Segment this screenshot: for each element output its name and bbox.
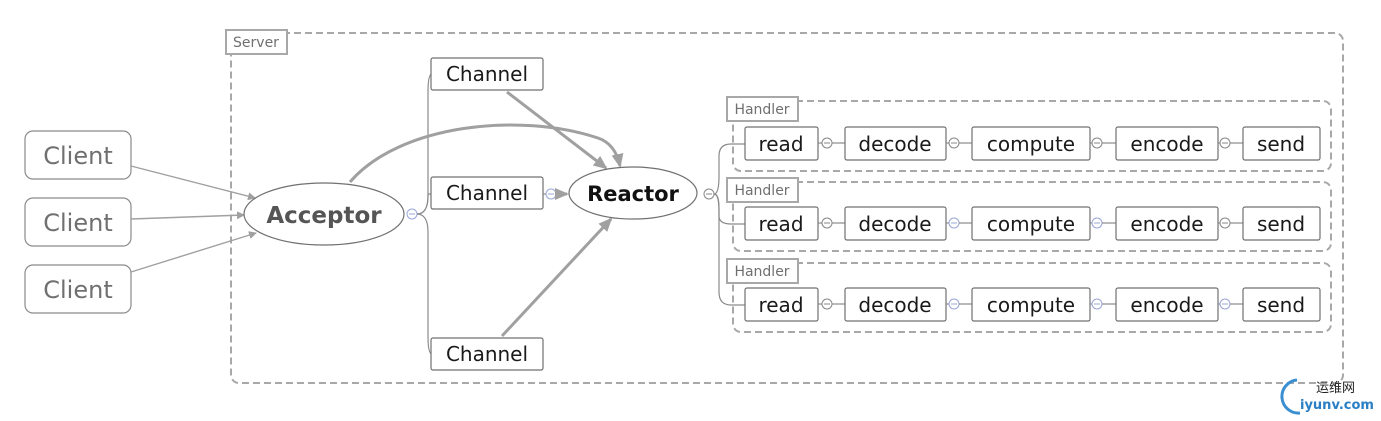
handler-1-label: Handler bbox=[734, 102, 789, 118]
arrow-channel3-reactor bbox=[500, 217, 613, 338]
handler-1-compute-label: compute bbox=[987, 132, 1075, 156]
handler-group-3: Handler read decode compute encode bbox=[726, 258, 1332, 333]
handler-1-encode-collapse-icon[interactable] bbox=[1219, 137, 1231, 149]
handler-3-compute-collapse-icon[interactable] bbox=[1091, 298, 1103, 310]
handler-3-read-collapse-icon[interactable] bbox=[821, 298, 833, 310]
reactor-node[interactable]: Reactor bbox=[568, 166, 698, 220]
handler-3-compute-label: compute bbox=[987, 293, 1075, 317]
handler-1-send[interactable]: send bbox=[1242, 126, 1321, 161]
watermark-logo: 运维网 iyunv.com bbox=[1280, 378, 1374, 415]
arrow-client1-acceptor bbox=[130, 165, 256, 201]
client-1-label: Client bbox=[43, 142, 112, 170]
channel-1-label: Channel bbox=[446, 62, 528, 86]
handler-1-encode[interactable]: encode bbox=[1115, 126, 1219, 161]
handler-2-send-label: send bbox=[1257, 212, 1305, 236]
handler-3-encode-collapse-icon[interactable] bbox=[1219, 298, 1231, 310]
client-2[interactable]: Client bbox=[24, 197, 132, 247]
handler-3-label: Handler bbox=[734, 264, 789, 280]
handler-2-decode[interactable]: decode bbox=[844, 206, 947, 241]
reactor-label: Reactor bbox=[587, 182, 679, 206]
handler-3-decode-collapse-icon[interactable] bbox=[948, 298, 960, 310]
handler-3-decode-label: decode bbox=[858, 293, 931, 317]
arrow-client2-acceptor bbox=[130, 211, 245, 220]
handler-3-frame bbox=[732, 262, 1332, 333]
watermark-url: iyunv.com bbox=[1300, 398, 1374, 413]
acceptor-node[interactable]: Acceptor bbox=[243, 182, 405, 246]
arrow-client3-acceptor bbox=[130, 231, 257, 273]
handler-2-encode-label: encode bbox=[1130, 212, 1203, 236]
handler-2-read-label: read bbox=[758, 212, 803, 236]
handler-1-compute-collapse-icon[interactable] bbox=[1091, 137, 1103, 149]
client-1[interactable]: Client bbox=[24, 130, 132, 180]
watermark-swoosh-icon bbox=[1280, 378, 1301, 415]
channel-1[interactable]: Channel bbox=[430, 57, 544, 91]
handler-2-read-collapse-icon[interactable] bbox=[821, 217, 833, 229]
handler-1-compute[interactable]: compute bbox=[971, 126, 1091, 161]
watermark-cn: 运维网 bbox=[1316, 381, 1355, 396]
handler-1-decode-collapse-icon[interactable] bbox=[948, 137, 960, 149]
handler-3-send-label: send bbox=[1257, 293, 1305, 317]
handler-3-tag bbox=[726, 258, 799, 284]
connector-acceptor-channel3 bbox=[416, 213, 433, 355]
acceptor-collapse-icon[interactable] bbox=[406, 208, 418, 220]
handler-3-send[interactable]: send bbox=[1242, 287, 1321, 322]
handler-1-send-label: send bbox=[1257, 132, 1305, 156]
handler-2-decode-collapse-icon[interactable] bbox=[948, 217, 960, 229]
reactor-collapse-icon[interactable] bbox=[703, 188, 715, 200]
server-tag bbox=[225, 29, 288, 55]
handler-3-encode-label: encode bbox=[1130, 293, 1203, 317]
client-3[interactable]: Client bbox=[24, 264, 132, 314]
handler-3-decode[interactable]: decode bbox=[844, 287, 947, 322]
handler-1-frame bbox=[732, 100, 1332, 172]
handler-2-encode-collapse-icon[interactable] bbox=[1219, 217, 1231, 229]
channel-2[interactable]: Channel bbox=[430, 176, 544, 210]
channel-3-label: Channel bbox=[446, 342, 528, 366]
handler-1-encode-label: encode bbox=[1130, 132, 1203, 156]
handler-3-compute[interactable]: compute bbox=[971, 287, 1091, 322]
arrow-channel1-reactor bbox=[506, 90, 608, 170]
channel-2-collapse-icon[interactable] bbox=[545, 188, 557, 200]
handler-2-tag bbox=[726, 177, 799, 203]
handler-2-frame bbox=[732, 181, 1332, 252]
server-group bbox=[230, 32, 1344, 384]
client-3-label: Client bbox=[43, 276, 112, 304]
handler-group-1: Handler read decode compute encode bbox=[726, 96, 1332, 172]
server-label: Server bbox=[233, 35, 279, 51]
handler-2-send[interactable]: send bbox=[1242, 206, 1321, 241]
connector-reactor-handler1 bbox=[713, 143, 745, 195]
handler-3-read[interactable]: read bbox=[744, 287, 819, 322]
handler-2-encode[interactable]: encode bbox=[1115, 206, 1219, 241]
handler-2-compute[interactable]: compute bbox=[971, 206, 1091, 241]
handler-3-read-label: read bbox=[758, 293, 803, 317]
handler-2-decode-label: decode bbox=[858, 212, 931, 236]
handler-2-compute-collapse-icon[interactable] bbox=[1091, 217, 1103, 229]
handler-3-encode[interactable]: encode bbox=[1115, 287, 1219, 322]
handler-1-read[interactable]: read bbox=[744, 126, 819, 161]
handler-1-read-label: read bbox=[758, 132, 803, 156]
handler-2-label: Handler bbox=[734, 183, 789, 199]
connector-acceptor-channel2 bbox=[416, 193, 431, 215]
handler-2-read[interactable]: read bbox=[744, 206, 819, 241]
handler-1-read-collapse-icon[interactable] bbox=[821, 137, 833, 149]
channel-3[interactable]: Channel bbox=[430, 337, 544, 371]
handler-group-2: Handler read decode compute encode bbox=[726, 177, 1332, 252]
arrow-acceptor-reactor bbox=[348, 123, 624, 183]
channel-2-label: Channel bbox=[446, 181, 528, 205]
acceptor-label: Acceptor bbox=[266, 203, 382, 229]
connector-acceptor-channel1 bbox=[416, 73, 433, 215]
connector-reactor-handler3 bbox=[713, 193, 745, 306]
client-2-label: Client bbox=[43, 209, 112, 237]
handler-2-compute-label: compute bbox=[987, 212, 1075, 236]
handler-1-tag bbox=[726, 96, 799, 122]
handler-1-decode-label: decode bbox=[858, 132, 931, 156]
handler-1-decode[interactable]: decode bbox=[844, 126, 947, 161]
